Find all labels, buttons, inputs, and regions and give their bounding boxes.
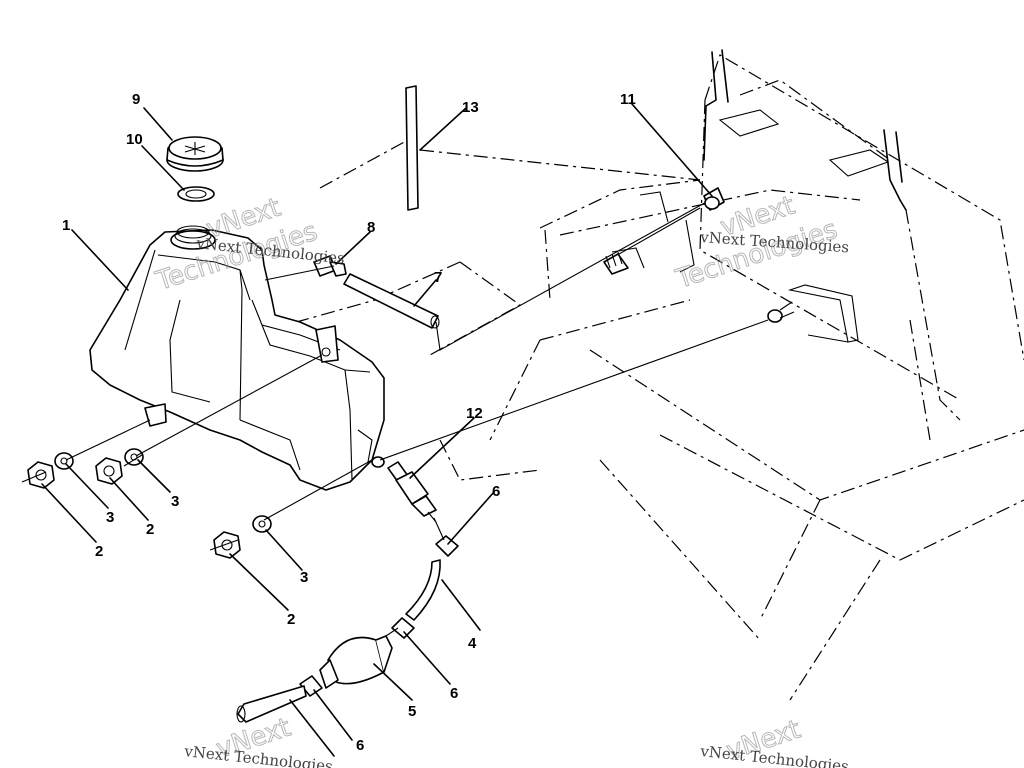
- chassis-outline: [267, 54, 1024, 701]
- fuel-cap: [166, 136, 224, 172]
- nut-left: [27, 461, 55, 489]
- callout-9: 9: [132, 91, 140, 108]
- vent-fitting: [313, 255, 347, 277]
- leader-lines: [41, 103, 713, 757]
- callout-2: 2: [95, 543, 103, 560]
- washer-left: [54, 452, 74, 470]
- hose-clamp-upper: [435, 535, 459, 557]
- fuel-filter: [319, 627, 399, 689]
- callout-6: 6: [356, 737, 364, 754]
- callout-12: 12: [466, 405, 483, 422]
- cap-gasket: [177, 186, 215, 202]
- callout-labels: 1 2 2 2 3 3 3 4 5 6 6 6 7 8 9 10 11 12 1…: [62, 91, 636, 754]
- nut-lower: [213, 531, 241, 559]
- callout-5: 5: [408, 703, 416, 720]
- callout-6: 6: [450, 685, 458, 702]
- vent-route-line: [264, 265, 335, 281]
- centerline: [123, 354, 323, 467]
- callout-3: 3: [171, 493, 179, 510]
- vent-route-line: [435, 199, 711, 351]
- callout-13: 13: [462, 99, 479, 116]
- callout-2: 2: [146, 521, 154, 538]
- callout-8: 8: [367, 219, 375, 236]
- watermark-bottom-right: vNext vNext Technologies: [699, 714, 850, 768]
- vent-hose: [343, 273, 440, 329]
- watermark-bottom-left: vNext vNext Technologies: [183, 712, 334, 768]
- callout-3: 3: [106, 509, 114, 526]
- shutoff-valve: [387, 461, 437, 523]
- return-line: [379, 319, 769, 461]
- right-mount-bracket: [611, 191, 859, 343]
- callout-3: 3: [300, 569, 308, 586]
- hose-route: [433, 517, 445, 541]
- callout-10: 10: [126, 131, 143, 148]
- callout-2: 2: [287, 611, 295, 628]
- nut-middle: [95, 457, 123, 485]
- return-fitting: [767, 301, 795, 323]
- callout-6: 6: [492, 483, 500, 500]
- washer-lower: [252, 515, 272, 533]
- callout-4: 4: [468, 635, 477, 652]
- rear-upright: [703, 49, 961, 421]
- outlet-hose: [237, 685, 307, 723]
- callout-11: 11: [620, 91, 636, 108]
- centerline: [21, 419, 151, 483]
- vent-line: [604, 207, 701, 263]
- outlet-hose-end: [236, 705, 246, 723]
- hose-clamp-middle: [391, 617, 415, 639]
- fuel-hose: [405, 559, 441, 621]
- callout-1: 1: [62, 217, 70, 234]
- callout-7: 7: [434, 269, 442, 286]
- centerline: [209, 459, 373, 551]
- decal: [405, 85, 419, 211]
- fuel-tank: [89, 225, 385, 491]
- hose-clamp-lower: [299, 675, 323, 697]
- spring-coil: [605, 251, 623, 269]
